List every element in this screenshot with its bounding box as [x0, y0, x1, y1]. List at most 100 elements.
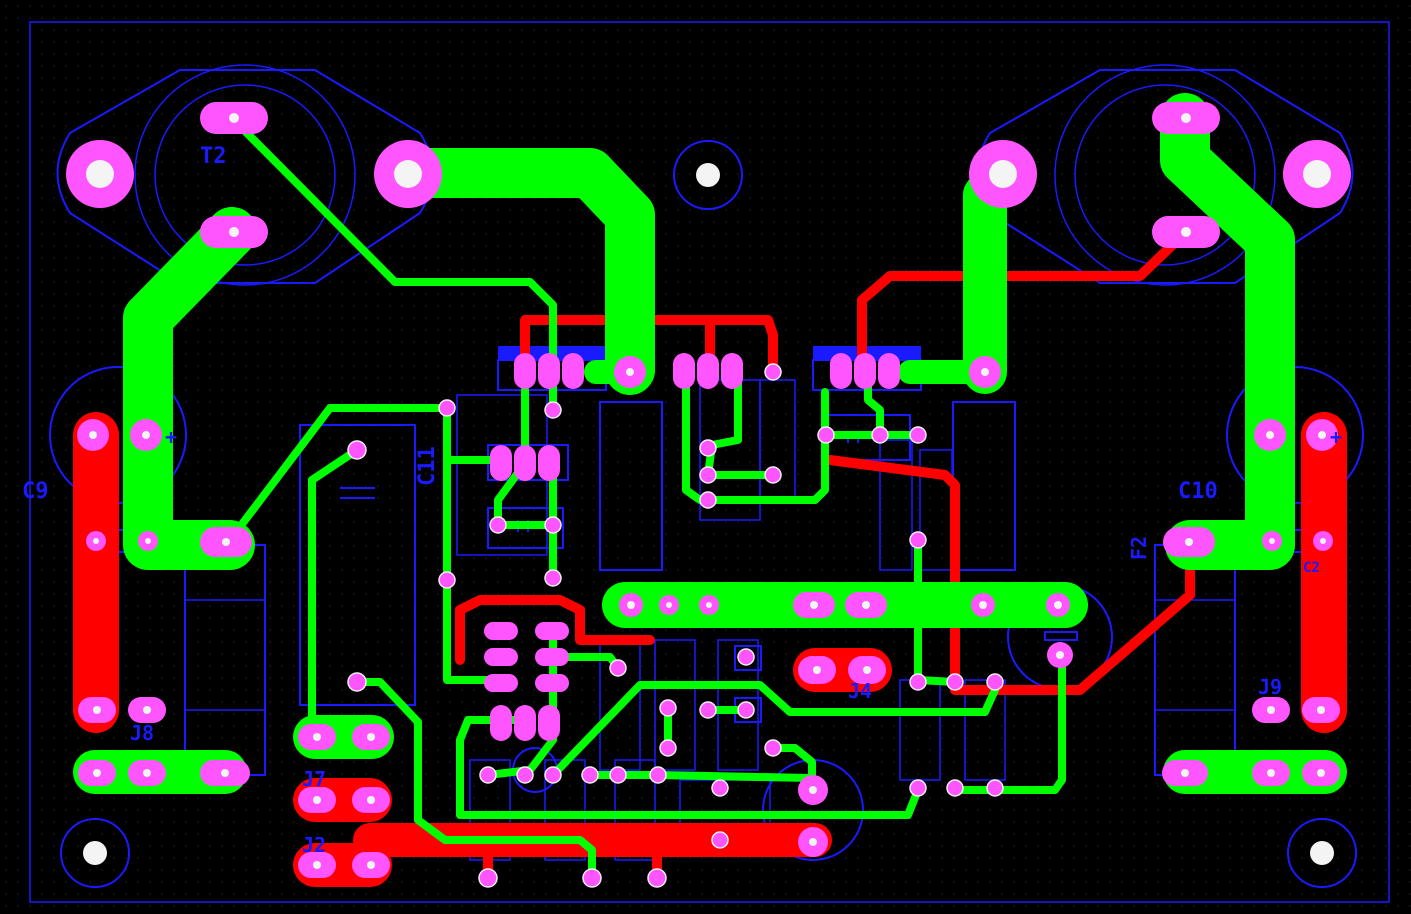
via[interactable]	[909, 673, 927, 691]
j1-pad-3[interactable]	[1302, 760, 1340, 786]
trace-t1-emitter[interactable]	[1160, 93, 1295, 570]
via[interactable]	[764, 466, 782, 484]
c10-pad-neg[interactable]	[1306, 419, 1338, 451]
c9-pad-pos[interactable]	[130, 419, 162, 451]
c9-pad-neg[interactable]	[77, 419, 109, 451]
via[interactable]	[764, 363, 782, 381]
j8-pad-1[interactable]	[78, 697, 116, 723]
trace-t1-base[interactable]	[857, 227, 1191, 375]
q4-pins[interactable]	[490, 705, 560, 741]
t1-mount-pad-right[interactable]	[1283, 140, 1351, 208]
output-pad-6[interactable]	[971, 593, 995, 617]
via[interactable]	[909, 779, 927, 797]
via[interactable]	[986, 673, 1004, 691]
via[interactable]	[711, 779, 729, 797]
r6-pads[interactable]	[484, 622, 569, 692]
via[interactable]	[609, 766, 627, 784]
via[interactable]	[909, 531, 927, 549]
via[interactable]	[909, 426, 927, 444]
c2-left-pad-b[interactable]	[138, 531, 158, 551]
via[interactable]	[711, 831, 729, 849]
j6-pad-2[interactable]	[128, 760, 166, 786]
trace-gnd-loop[interactable]	[456, 716, 922, 819]
c2-right-pad-b[interactable]	[1313, 531, 1333, 551]
c11-pad-top[interactable]	[347, 440, 367, 460]
via[interactable]	[516, 766, 534, 784]
via[interactable]	[699, 491, 717, 509]
via[interactable]	[438, 571, 456, 589]
via[interactable]	[659, 739, 677, 757]
t1-mount-pad-left[interactable]	[969, 140, 1037, 208]
via[interactable]	[659, 699, 677, 717]
t2-mount-pad-left[interactable]	[66, 140, 134, 208]
via[interactable]	[946, 779, 964, 797]
t1-emitter-pad[interactable]	[1152, 216, 1220, 248]
output-pad-4[interactable]	[793, 592, 835, 618]
trace-q-bias[interactable]	[520, 315, 778, 375]
via[interactable]	[647, 868, 667, 888]
j7-top-pad-1[interactable]	[298, 724, 336, 750]
via[interactable]	[544, 516, 562, 534]
via[interactable]	[699, 439, 717, 457]
j8-pad-2[interactable]	[128, 697, 166, 723]
j6-pad-3[interactable]	[200, 760, 250, 786]
via[interactable]	[478, 868, 498, 888]
j9-pad-2[interactable]	[1302, 697, 1340, 723]
trace-r6[interactable]	[455, 595, 655, 665]
f1-pad[interactable]	[200, 527, 252, 557]
via[interactable]	[871, 426, 889, 444]
j4-pad-2[interactable]	[848, 656, 886, 684]
j9-pad-1[interactable]	[1252, 697, 1290, 723]
via[interactable]	[609, 659, 627, 677]
trace-c11-j7[interactable]	[308, 446, 361, 739]
c11-pad-bottom[interactable]	[347, 672, 367, 692]
t2-emitter-pad[interactable]	[200, 216, 268, 248]
trace-bias-mid[interactable]	[704, 368, 742, 479]
trace-feedback-left[interactable]	[226, 404, 451, 584]
c10-pad-pos[interactable]	[1254, 419, 1286, 451]
j2-pad-1[interactable]	[298, 852, 336, 878]
trace-input[interactable]	[353, 678, 596, 882]
trace-bias-loop[interactable]	[682, 368, 829, 504]
j4-pad-1[interactable]	[798, 656, 836, 684]
c2-left-pad-a[interactable]	[86, 531, 106, 551]
q-right-pins[interactable]	[830, 353, 900, 389]
via[interactable]	[737, 701, 755, 719]
output-pad-2[interactable]	[659, 595, 679, 615]
c-bottom-pad-2[interactable]	[798, 827, 828, 857]
output-pad-1[interactable]	[619, 593, 643, 617]
output-pad-3[interactable]	[699, 595, 719, 615]
via[interactable]	[817, 426, 835, 444]
c-bottom-pad-1[interactable]	[798, 775, 828, 805]
t2-base-pad[interactable]	[200, 102, 268, 134]
trace-vas[interactable]	[549, 681, 999, 779]
j7-pad-2[interactable]	[352, 787, 390, 813]
via[interactable]	[699, 701, 717, 719]
via[interactable]	[544, 766, 562, 784]
via[interactable]	[581, 766, 599, 784]
via[interactable]	[544, 569, 562, 587]
t2-mount-pad-right[interactable]	[374, 140, 442, 208]
f2-pad[interactable]	[1163, 527, 1215, 557]
output-pad-5[interactable]	[845, 592, 887, 618]
via[interactable]	[764, 739, 782, 757]
via[interactable]	[479, 766, 497, 784]
via[interactable]	[544, 401, 562, 419]
via[interactable]	[438, 399, 456, 417]
q-right-out-pad[interactable]	[969, 356, 1001, 388]
trace-output-sense[interactable]	[951, 651, 1066, 794]
trace-left-loop[interactable]	[443, 576, 506, 684]
j1-pad-2[interactable]	[1252, 760, 1290, 786]
j1-pad-1[interactable]	[1162, 760, 1208, 786]
via[interactable]	[986, 779, 1004, 797]
trace-t2-base[interactable]	[228, 114, 557, 414]
j6-pad-1[interactable]	[78, 760, 116, 786]
output-pad-7[interactable]	[1046, 593, 1070, 617]
via[interactable]	[737, 648, 755, 666]
q-left-out-pad[interactable]	[614, 356, 646, 388]
via[interactable]	[649, 766, 667, 784]
q-left-pins[interactable]	[514, 353, 584, 389]
c2-right-pad-a[interactable]	[1262, 531, 1282, 551]
j7-pad-1[interactable]	[298, 787, 336, 813]
